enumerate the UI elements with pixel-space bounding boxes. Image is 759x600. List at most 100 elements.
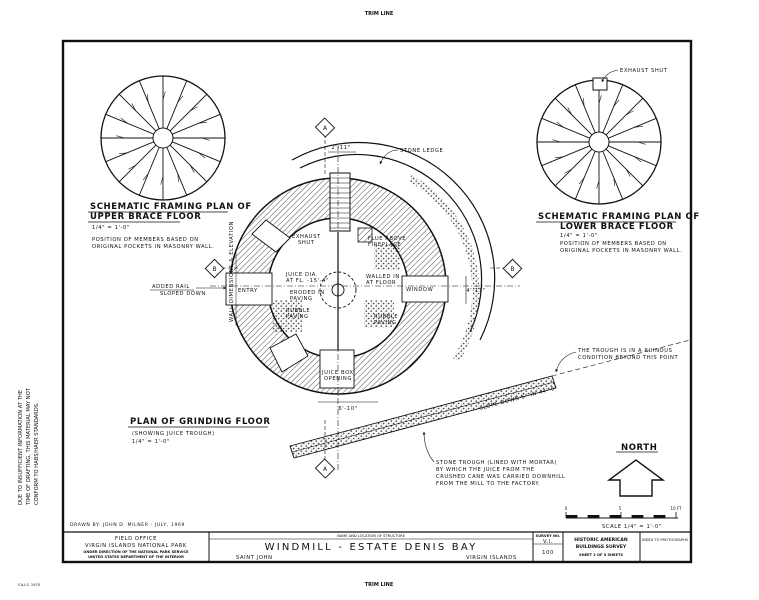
scale-segment bbox=[632, 515, 643, 518]
rubble-paving-right bbox=[364, 300, 394, 328]
stone-ledge-arc-outer bbox=[291, 141, 496, 341]
field-office-park: VIRGIN ISLANDS NATIONAL PARK bbox=[85, 543, 187, 549]
joist-line bbox=[105, 113, 154, 135]
walled-in-label-1: WALLED IN bbox=[366, 274, 400, 280]
stair-flight bbox=[329, 172, 351, 232]
joist-line bbox=[574, 84, 596, 133]
scale-segment bbox=[566, 515, 577, 518]
section-a-label-bottom: A bbox=[323, 466, 328, 473]
section-b-label-right: B bbox=[510, 266, 514, 273]
scale-label-end: 10 FT bbox=[670, 506, 682, 511]
survey-number-2: 100 bbox=[542, 550, 554, 556]
upper-plan-scale: 1/4" = 1'-0" bbox=[92, 225, 130, 231]
field-office: FIELD OFFICE bbox=[115, 536, 157, 542]
juice-box-label-1: JUICE BOX bbox=[321, 370, 354, 376]
side-note: DUE TO INSUFFICIENT INFORMATION AT THE T… bbox=[18, 387, 40, 506]
lower-framing-plan: EXHAUST SHUT SCHEMATIC FRAMING PLAN OF L… bbox=[536, 68, 700, 254]
joist-line bbox=[608, 145, 657, 167]
joist-line bbox=[138, 80, 160, 129]
joist-brace bbox=[626, 169, 631, 177]
trough-condition-note-2: CONDITION BEYOND THIS POINT bbox=[578, 355, 679, 361]
joist-brace bbox=[556, 121, 564, 128]
juice-box-opening bbox=[319, 349, 355, 389]
joist-brace bbox=[131, 103, 136, 111]
flue-above-label-1: FLUE ABOVE bbox=[368, 236, 406, 242]
joist-line bbox=[172, 113, 221, 135]
structure-name: WINDMILL - ESTATE DENIS BAY bbox=[265, 542, 478, 553]
joist-line bbox=[105, 141, 154, 163]
window-label: WINDOW bbox=[406, 287, 433, 293]
juice-dia-label: JUICE DIA.AT FL. -15'-4" bbox=[285, 272, 329, 284]
joist-line bbox=[166, 147, 188, 196]
section-a-label-top: A bbox=[323, 125, 328, 132]
joist-brace bbox=[160, 176, 164, 185]
rubble-left-label-1: RUBBLE bbox=[286, 308, 310, 314]
joist-line bbox=[541, 145, 590, 167]
habs-line-1: HISTORIC AMERICAN bbox=[574, 537, 628, 543]
joist-brace bbox=[177, 95, 184, 103]
survey-number: V.I. bbox=[543, 539, 553, 545]
north-arrow: NORTH bbox=[606, 443, 666, 497]
joist-line bbox=[169, 93, 208, 132]
joist-brace bbox=[583, 98, 585, 107]
flue-above-label-2: FIREPLACE bbox=[368, 242, 401, 248]
photo-index: INDEX TO PHOTOGRAPHS bbox=[642, 538, 689, 542]
fireplace-flue bbox=[357, 227, 373, 243]
survey-number-label: SURVEY NO. bbox=[536, 534, 561, 538]
scale-label-start: 0 bbox=[565, 506, 568, 511]
lower-plan-inner-ring bbox=[588, 131, 610, 153]
lower-plan-note-1: POSITION OF MEMBERS BASED ON bbox=[560, 241, 667, 247]
grinding-plan-subtitle: (SHOWING JUICE TROUGH) bbox=[132, 431, 215, 437]
section-marker-b-left: B bbox=[204, 258, 240, 279]
dim-right-label: 4'-11" bbox=[466, 288, 485, 294]
added-rail-label-2: SLOPED DOWN bbox=[160, 291, 206, 297]
grinding-floor-plan: A A B B 2'-11" 6'-10" 4'-11" STONE LEDGE… bbox=[128, 117, 691, 479]
rubble-right-label-1: RUBBLE bbox=[374, 314, 398, 320]
joist-brace bbox=[201, 137, 210, 141]
joist-line bbox=[166, 80, 188, 129]
joist-line bbox=[138, 147, 160, 196]
habs-line-2: BUILDINGS SURVEY bbox=[576, 544, 627, 550]
joist-line bbox=[608, 117, 657, 139]
stone-ledge-fill bbox=[408, 174, 480, 362]
stair-treads bbox=[330, 177, 350, 229]
scale-bar bbox=[565, 512, 677, 518]
lower-plan-joists bbox=[537, 80, 661, 204]
stone-trough-note-4: FROM THE MILL TO THE FACTORY. bbox=[436, 481, 540, 487]
lower-plan-exhaust-leader bbox=[601, 69, 619, 83]
eroded-paving-label-1: ERODED IN bbox=[290, 290, 325, 296]
upper-plan-note-2: ORIGINAL POCKETS IN MASONRY WALL. bbox=[92, 244, 214, 250]
trim-line-top: TRIM LINE bbox=[365, 11, 394, 17]
rubble-paving-upper bbox=[374, 244, 400, 270]
structure-label: NAME AND LOCATION OF STRUCTURE bbox=[337, 534, 405, 538]
joist-brace bbox=[190, 165, 195, 173]
scale-label-mid: 5 bbox=[619, 506, 622, 511]
joist-line bbox=[554, 97, 593, 136]
upper-framing-plan: SCHEMATIC FRAMING PLAN OF UPPER BRACE FL… bbox=[88, 75, 251, 250]
joist-brace bbox=[613, 177, 615, 186]
section-b-label-left: B bbox=[212, 266, 216, 273]
joist-brace bbox=[578, 177, 585, 185]
joist-brace bbox=[177, 173, 179, 182]
joist-brace bbox=[634, 126, 643, 128]
dim-bottom-label: 6'-10" bbox=[338, 406, 357, 412]
entry-label: ENTRY bbox=[238, 288, 258, 294]
upper-plan-note-1: POSITION OF MEMBERS BASED ON bbox=[92, 237, 199, 243]
grinding-plan-scale: 1/4" = 1'-0" bbox=[132, 439, 170, 445]
joist-line bbox=[605, 97, 644, 136]
joist-brace bbox=[119, 152, 128, 154]
lower-plan-title: SCHEMATIC FRAMING PLAN OF bbox=[538, 212, 700, 222]
joist-brace bbox=[128, 165, 136, 170]
joist-brace bbox=[190, 106, 198, 111]
joist-line bbox=[172, 141, 221, 163]
joist-brace bbox=[634, 156, 642, 163]
joist-brace bbox=[596, 180, 600, 189]
joist-brace bbox=[120, 117, 128, 124]
side-note-line-1: DUE TO INSUFFICIENT INFORMATION AT THE bbox=[18, 390, 24, 505]
rubble-paving-left bbox=[272, 300, 302, 332]
